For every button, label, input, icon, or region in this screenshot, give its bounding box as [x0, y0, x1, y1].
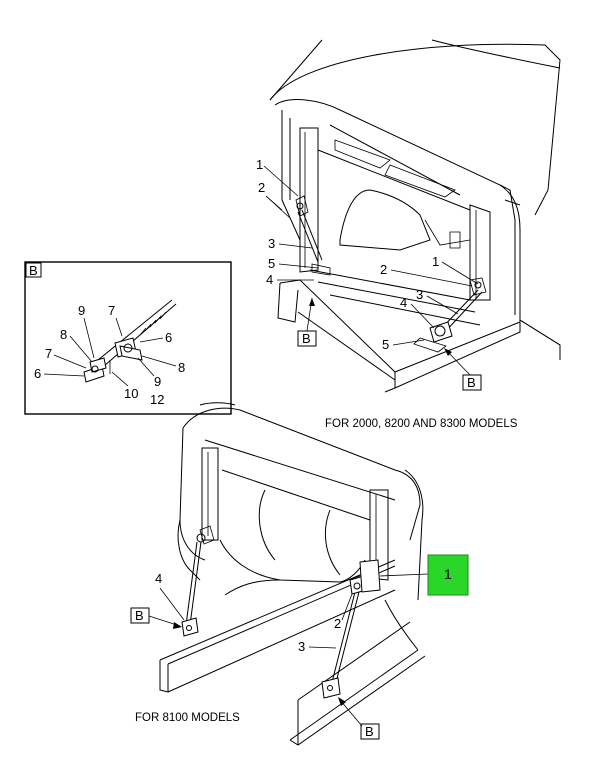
bottom-callout-3: 3 [298, 639, 305, 654]
callout-3-top: 3 [268, 236, 275, 251]
svg-text:B: B [467, 375, 476, 390]
callout-1-left: 1 [256, 157, 263, 172]
callout-3-right: 3 [416, 287, 423, 302]
selected-part-label: 1 [444, 566, 452, 582]
callout-2-right: 2 [380, 262, 387, 277]
svg-text:B: B [135, 608, 144, 623]
detail-box-title: B [29, 263, 38, 278]
callout-5-right: 5 [382, 337, 389, 352]
bottom-callout-2: 2 [334, 616, 341, 631]
bottom-callout-4: 4 [155, 571, 162, 586]
detail-callout-9-bottom: 9 [154, 374, 161, 389]
callout-4-left: 4 [266, 272, 273, 287]
callout-1-right: 1 [432, 254, 439, 269]
bottom-cab-illustration [159, 402, 426, 746]
svg-text:B: B [365, 724, 374, 739]
bottom-ref-b-bottom[interactable]: B [338, 697, 380, 740]
bottom-callouts: 4 2 3 B B [130, 571, 380, 740]
ref-b-right[interactable]: B [444, 348, 482, 391]
callout-4-right: 4 [400, 295, 407, 310]
detail-callout-6-left: 6 [34, 366, 41, 381]
detail-callout-7-left: 7 [45, 346, 52, 361]
detail-callout-10: 10 [124, 386, 138, 401]
detail-callout-6-right: 6 [165, 330, 172, 345]
callout-2-left: 2 [258, 180, 265, 195]
svg-text:B: B [302, 331, 311, 346]
ref-b-left[interactable]: B [297, 297, 317, 347]
detail-box-b: B [24, 261, 232, 415]
selected-part-callout[interactable]: 1 [379, 554, 469, 596]
top-callouts: 1 2 3 5 4 1 2 4 3 5 B B [256, 157, 482, 391]
caption-top-models: FOR 2000, 8200 AND 8300 MODELS [325, 418, 518, 430]
detail-callouts: 9 7 8 6 7 6 10 9 8 12 [34, 303, 185, 407]
caption-bottom-models: FOR 8100 MODELS [135, 712, 240, 724]
top-cab-illustration [269, 39, 561, 393]
detail-callout-12: 12 [150, 392, 164, 407]
detail-callout-9-top: 9 [78, 303, 85, 318]
detail-callout-7-top: 7 [108, 303, 115, 318]
selected-part-highlight[interactable] [427, 554, 469, 596]
callout-5-left: 5 [268, 256, 275, 271]
detail-callout-8-right: 8 [178, 360, 185, 375]
detail-callout-8-left: 8 [60, 327, 67, 342]
bottom-ref-b-left[interactable]: B [130, 607, 182, 629]
